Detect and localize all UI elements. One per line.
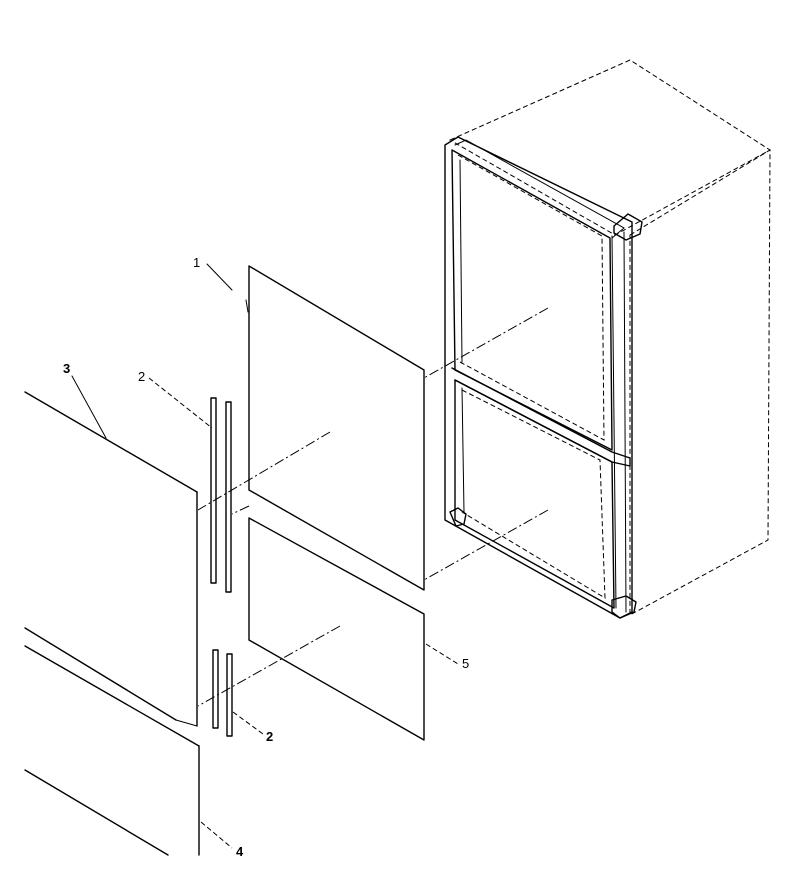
callout-2-lower-label: 2 — [266, 729, 273, 744]
callout-2-upper: 2 — [138, 369, 213, 429]
cabinet-front-edge-2 — [623, 231, 627, 613]
callout-5-label: 5 — [462, 656, 469, 671]
callout-2-lower: 2 — [232, 711, 273, 744]
panel-4-top-edge — [24, 645, 200, 747]
callout-3-leader — [71, 375, 107, 439]
trim-strip-lower — [212, 649, 233, 737]
lower-door-inner-dashed — [461, 389, 606, 599]
callout-1-leader — [206, 263, 233, 291]
callout-4-leader — [200, 821, 233, 849]
cabinet-front-frame — [444, 136, 633, 619]
trim-strip-upper — [210, 397, 232, 593]
align-line-lower-right — [423, 509, 549, 581]
cabinet-top — [448, 59, 771, 236]
panel-4-lower-edge — [24, 769, 169, 856]
panel-5-lower — [248, 517, 425, 741]
panel-4 — [24, 645, 200, 856]
alignment-lines — [197, 307, 549, 707]
callout-2-lower-leader — [232, 711, 264, 735]
upper-door-left-inner — [459, 159, 463, 363]
panel-3-bottom-edge — [24, 627, 177, 721]
bottom-hinge — [611, 595, 637, 619]
callout-3: 3 — [63, 361, 107, 439]
lower-door-left-inner — [461, 387, 465, 513]
bottom-left-foot — [449, 507, 467, 527]
callout-3-label: 3 — [63, 361, 70, 376]
panel-1-upper — [248, 265, 425, 591]
trim-strip-upper-a — [210, 397, 217, 584]
refrigerator-cabinet — [444, 59, 771, 619]
callout-1: 1 — [193, 255, 233, 291]
callout-1-label: 1 — [193, 255, 200, 270]
callout-5: 5 — [425, 643, 469, 671]
door-handle-strip — [451, 367, 631, 467]
callout-4: 4 — [200, 821, 244, 859]
align-line-mid — [231, 505, 250, 515]
callout-2-upper-label: 2 — [138, 369, 145, 384]
top-hinge — [613, 213, 643, 241]
callout-2-upper-leader — [148, 377, 213, 429]
lower-door — [454, 379, 615, 609]
align-line-upper-left — [197, 431, 331, 511]
panel-1-tab — [245, 299, 249, 313]
panel-3-corner — [175, 719, 198, 727]
align-line-lower-left — [197, 625, 341, 707]
align-line-upper-right — [423, 307, 549, 379]
trim-strip-upper-b — [225, 401, 232, 593]
upper-door-top-edge — [454, 139, 625, 239]
callout-4-label: 4 — [236, 844, 244, 859]
trim-strip-lower-b — [226, 653, 233, 737]
trim-strip-lower-a — [212, 649, 219, 729]
upper-door — [451, 149, 613, 451]
callout-5-leader — [425, 643, 459, 665]
cabinet-front-edge — [611, 235, 617, 609]
panel-3 — [24, 391, 198, 727]
cabinet-side — [629, 149, 771, 616]
panel-3-top-edge — [24, 391, 198, 493]
upper-door-inner-dashed — [457, 154, 605, 441]
